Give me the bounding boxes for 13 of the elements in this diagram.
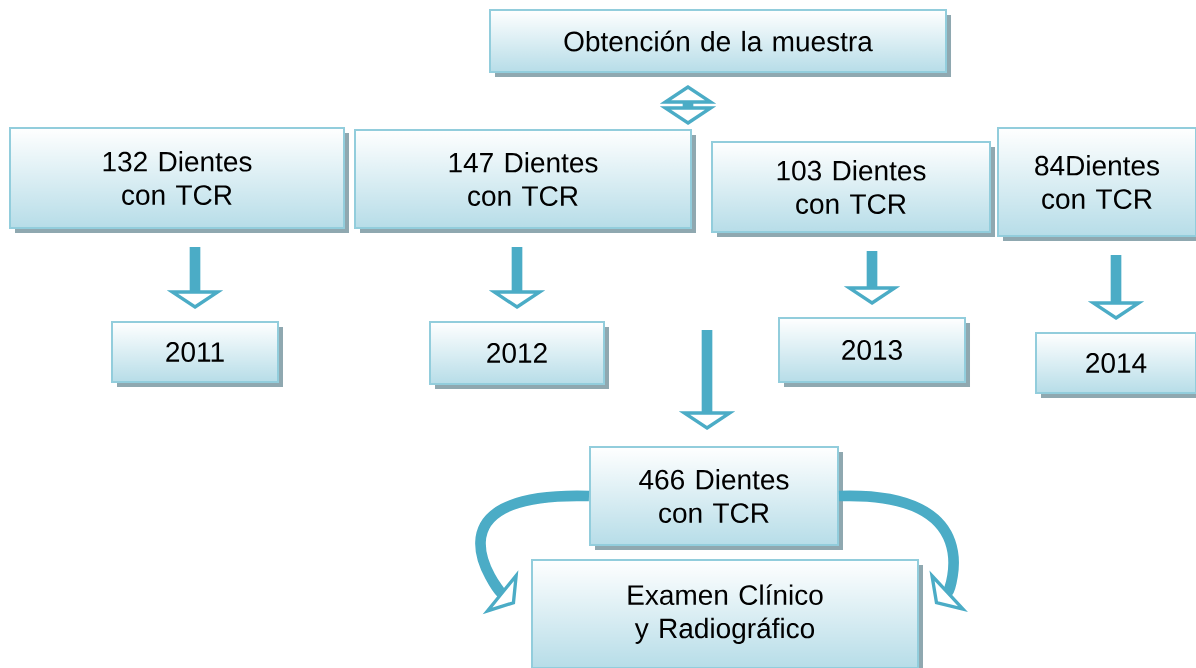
process-box: 147 Dientes con TCR: [354, 129, 696, 233]
process-box: 2014: [1035, 332, 1196, 398]
process-box: 2013: [778, 317, 970, 387]
process-box: 466 Dientes con TCR: [589, 446, 843, 550]
process-box: Examen Clínico y Radiográfico: [531, 559, 923, 668]
process-box: Obtención de la muestra: [489, 9, 951, 77]
process-box: 2011: [111, 321, 283, 387]
process-box: 2012: [429, 321, 609, 389]
block-arrow: [838, 490, 968, 613]
process-box: 103 Dientes con TCR: [711, 141, 995, 237]
block-arrow: [659, 85, 717, 125]
process-box: 84Dientes con TCR: [997, 127, 1196, 241]
process-box: 132 Dientes con TCR: [9, 127, 349, 233]
